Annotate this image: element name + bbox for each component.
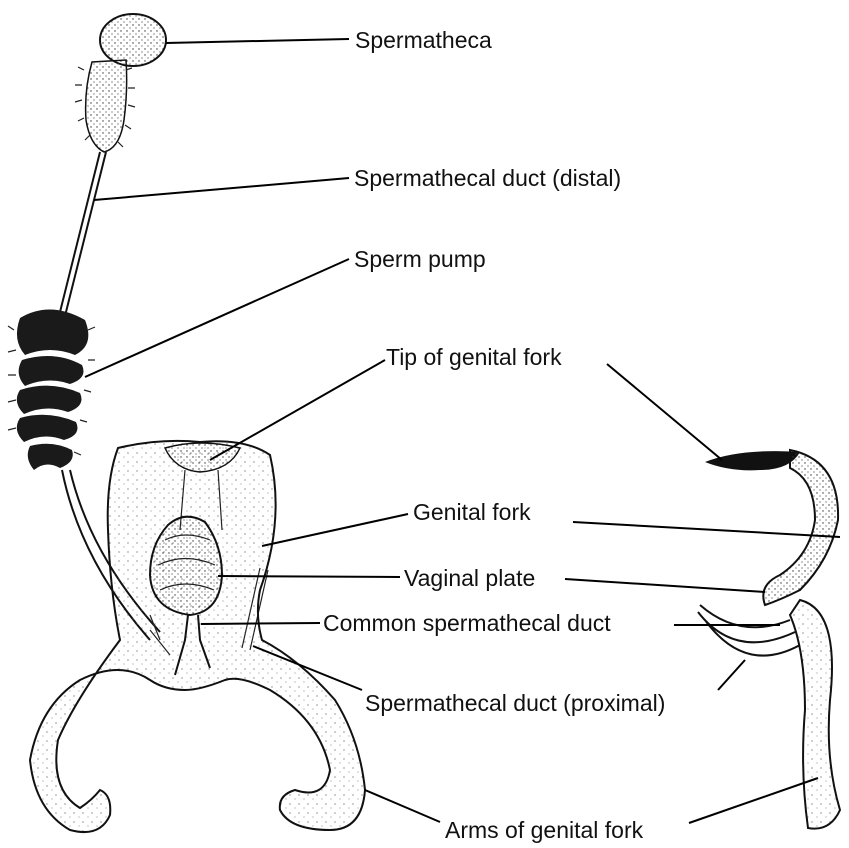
leader-tip-fork-front <box>210 360 385 460</box>
leader-tip-fork-lateral <box>607 364 722 460</box>
leader-duct-proximal-lateral <box>718 660 745 690</box>
leader-genital-fork-front <box>262 514 408 546</box>
label-common-spermathecal-duct: Common spermathecal duct <box>323 610 611 636</box>
label-genital-fork: Genital fork <box>413 499 531 525</box>
label-spermatheca: Spermatheca <box>355 27 492 53</box>
leader-sperm-pump <box>85 259 349 377</box>
label-sperm-pump: Sperm pump <box>354 246 486 272</box>
leader-common-duct-front <box>201 623 320 624</box>
label-vaginal-plate: Vaginal plate <box>404 565 535 591</box>
leader-spermatheca <box>166 39 349 43</box>
label-spermathecal-duct-proximal: Spermathecal duct (proximal) <box>365 690 665 716</box>
leader-duct-distal <box>94 178 349 200</box>
label-arms-of-genital-fork: Arms of genital fork <box>445 817 644 843</box>
leader-arms-front <box>365 790 440 822</box>
spermatheca-drawing <box>75 14 166 152</box>
leader-arms-lateral <box>689 778 818 823</box>
spermathecal-duct-distal-drawing <box>58 152 106 320</box>
genital-fork-front-drawing <box>30 441 365 832</box>
leader-vaginal-plate-lateral <box>565 579 765 592</box>
label-spermathecal-duct-distal: Spermathecal duct (distal) <box>354 165 621 191</box>
sperm-pump-drawing <box>8 309 95 470</box>
genital-fork-lateral-drawing <box>698 450 840 829</box>
leader-vaginal-plate-front <box>218 576 400 577</box>
leader-genital-fork-lateral <box>573 522 840 537</box>
label-tip-of-genital-fork: Tip of genital fork <box>386 344 562 370</box>
